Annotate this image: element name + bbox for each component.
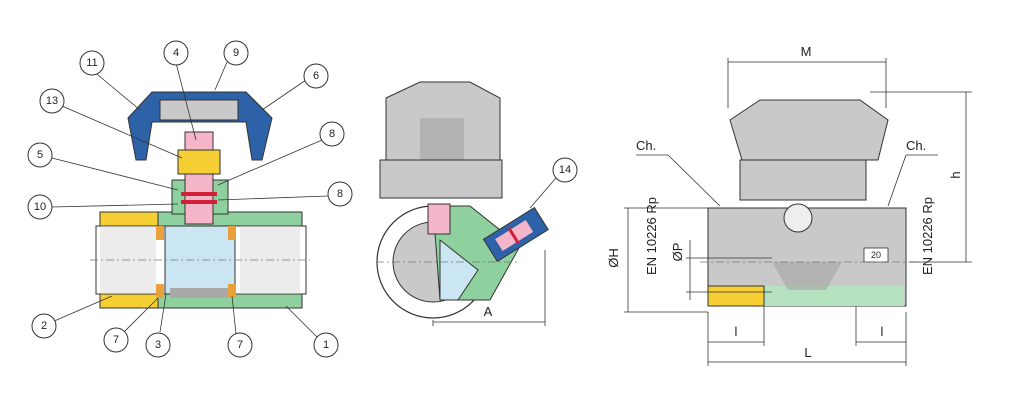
seal-top-left <box>156 226 164 240</box>
thread-left: EN 10226 Rp <box>644 197 659 275</box>
dim-a: A <box>484 304 493 319</box>
handle-cap <box>159 99 239 121</box>
dim-l: L <box>804 345 811 360</box>
ball-seat <box>170 288 230 298</box>
callout-8b-label: 8 <box>337 188 343 200</box>
o-ring-2 <box>181 192 217 196</box>
callout-7b-label: 7 <box>237 339 243 351</box>
front-handle-base <box>739 159 867 201</box>
callout-9-label: 9 <box>233 47 239 59</box>
test-plug <box>482 206 549 263</box>
thread-right: EN 10226 Rp <box>920 197 935 275</box>
ch-left: Ch. <box>636 138 656 153</box>
ch-right: Ch. <box>906 138 926 153</box>
section-view <box>90 91 310 309</box>
callout-7a-label: 7 <box>113 334 119 346</box>
seal-bottom-right <box>228 284 236 298</box>
dim-m: M <box>801 44 812 59</box>
dim-op: ØP <box>670 243 685 262</box>
callout-5 <box>27 142 53 168</box>
callout-7b <box>227 332 253 358</box>
stem <box>184 131 214 225</box>
callout-3 <box>145 332 171 358</box>
dim-h: h <box>948 171 963 178</box>
callout-10-label: 10 <box>34 201 46 213</box>
callout-6-label: 6 <box>313 70 319 82</box>
callout-14 <box>552 157 578 183</box>
callout-6 <box>303 63 329 89</box>
callout-2 <box>31 313 57 339</box>
callout-4-label: 4 <box>173 47 179 59</box>
o-ring-1 <box>181 200 217 204</box>
seal-bottom-left <box>156 284 164 298</box>
front-handle <box>729 99 889 161</box>
size-tag-label: 20 <box>871 250 881 260</box>
side-ball <box>439 238 479 301</box>
callout-7a <box>103 327 129 353</box>
dim-l-right: l <box>881 324 884 339</box>
dim-oh: ØH <box>606 248 621 268</box>
callout-14-label: 14 <box>559 164 571 176</box>
callout-3-label: 3 <box>155 339 161 351</box>
side-handle-base <box>379 159 503 199</box>
callout-4 <box>163 40 189 66</box>
callout-2-label: 2 <box>41 320 47 332</box>
front-view: 20 M h ØH ØP EN 10226 Rp EN 10226 Rp Ch.… <box>606 44 972 366</box>
callout-8a <box>319 121 345 147</box>
front-insert <box>707 285 765 307</box>
seal-top-right <box>228 226 236 240</box>
callout-11 <box>79 50 105 76</box>
callouts: 11 4 9 6 13 8 5 8 10 2 7 3 <box>27 40 353 358</box>
callout-13 <box>39 88 65 114</box>
callout-1-label: 1 <box>323 339 329 351</box>
test-port <box>783 203 813 233</box>
side-view: A 14 <box>376 81 578 326</box>
callout-9 <box>223 40 249 66</box>
callout-11-label: 11 <box>86 57 97 69</box>
dim-l-left: l <box>735 324 738 339</box>
callout-1 <box>313 332 339 358</box>
callout-8b <box>327 181 353 207</box>
callout-8a-label: 8 <box>329 128 335 140</box>
side-stem <box>427 203 451 235</box>
callout-13-label: 13 <box>46 95 58 107</box>
callout-10 <box>27 194 53 220</box>
packing-nut <box>177 149 221 175</box>
callout-5-label: 5 <box>37 149 43 161</box>
